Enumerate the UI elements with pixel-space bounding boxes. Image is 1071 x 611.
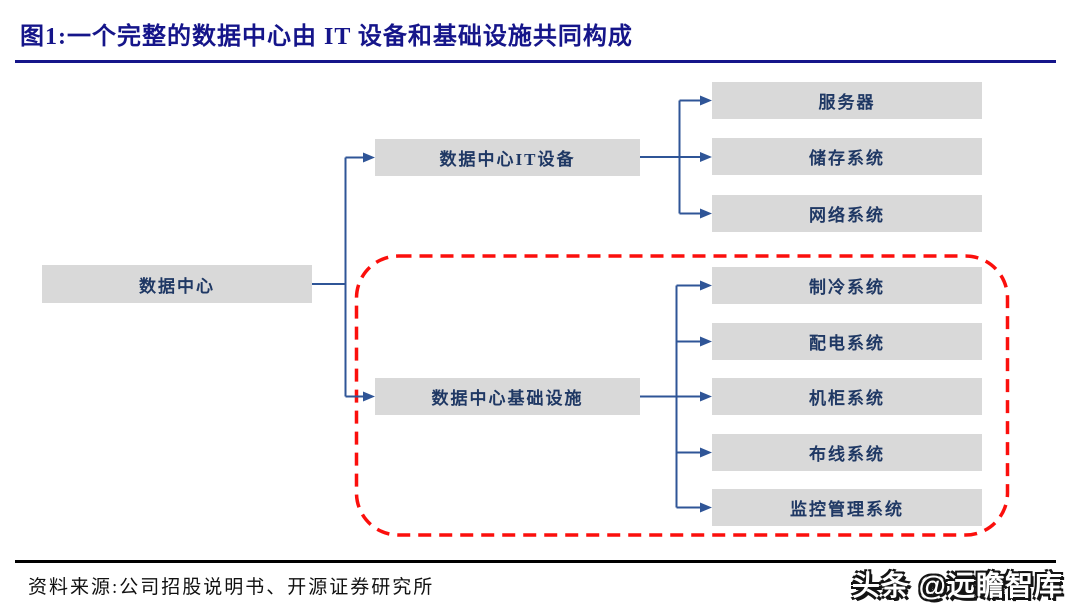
toutiao-watermark: 头条 @远瞻智库 [851,570,1063,601]
node-it-equipment: 数据中心IT设备 [375,139,640,176]
node-power-distribution-system: 配电系统 [712,323,982,360]
footer-rule [15,560,1056,563]
source-attribution: 资料来源:公司招股说明书、开源证券研究所 [28,577,435,598]
it-branch-trunk-line [640,100,681,214]
node-datacenter: 数据中心 [42,265,312,303]
node-server: 服务器 [712,82,982,119]
node-network-system: 网络系统 [712,195,982,232]
node-monitoring-management-system: 监控管理系统 [712,489,982,526]
node-cabling-system: 布线系统 [712,434,982,471]
node-storage-system: 储存系统 [712,138,982,175]
node-cabinet-system: 机柜系统 [712,378,982,415]
node-infrastructure: 数据中心基础设施 [375,378,640,415]
root-trunk-line [312,157,347,397]
infra-branch-trunk-line [640,285,678,508]
node-cooling-system: 制冷系统 [712,267,982,304]
title-underline-rule [15,60,1056,63]
figure-title: 图1:一个完整的数据中心由 IT 设备和基础设施共同构成 [20,24,633,50]
